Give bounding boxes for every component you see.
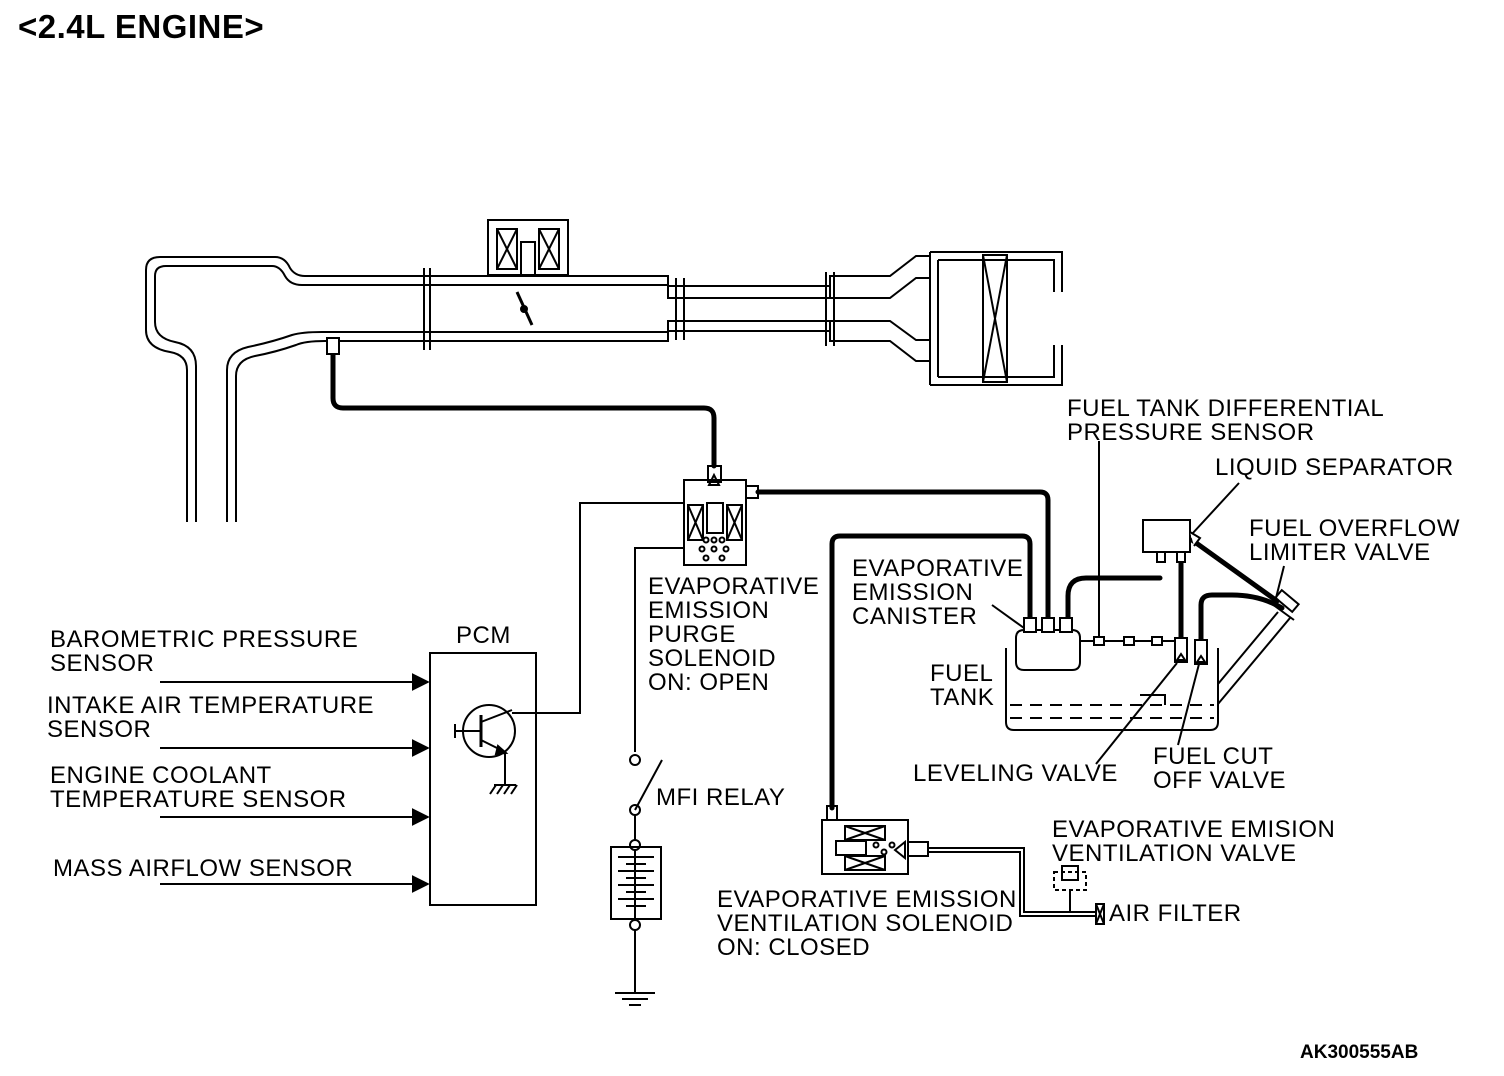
fuel-tank-differential-pressure-sensor-label: FUEL TANK DIFFERENTIAL PRESSURE SENSOR	[1067, 395, 1385, 446]
leader-lines	[991, 482, 1285, 765]
tank-valves	[1174, 637, 1208, 665]
liquid-separator-label: LIQUID SEPARATOR	[1215, 454, 1454, 481]
battery-symbol	[610, 846, 662, 920]
fuel-overflow-limiter-valve-label: FUEL OVERFLOW LIMITER VALVE	[1249, 515, 1460, 566]
airflow-sensor-block	[487, 219, 569, 276]
evap-ventilation-solenoid-label: EVAPORATIVE EMISSION VENTILATION SOLENOI…	[717, 886, 1017, 961]
evap-canister-label: EVAPORATIVE EMISSION CANISTER	[852, 555, 1024, 630]
leveling-valve-label: LEVELING VALVE	[913, 760, 1118, 787]
sensor-input-arrows	[160, 673, 430, 893]
intake-air-temp-sensor-label: INTAKE AIR TEMPERATURE SENSOR	[47, 692, 375, 743]
page-title: <2.4L ENGINE>	[18, 8, 265, 45]
fuel-tank	[1005, 648, 1219, 731]
ground-symbol	[615, 992, 655, 1006]
intake-air-duct	[145, 251, 1063, 522]
evap-canister	[1015, 617, 1081, 671]
vapor-hoses	[330, 349, 1285, 811]
air-filter-icon	[1095, 903, 1105, 925]
pcm-box	[429, 652, 537, 906]
purge-solenoid	[683, 465, 759, 566]
fuel-cut-off-valve-label: FUEL CUT OFF VALVE	[1153, 743, 1286, 794]
evap-ventilation-valve-label: EVAPORATIVE EMISION VENTILATION VALVE	[1052, 816, 1336, 867]
mass-airflow-sensor-label: MASS AIRFLOW SENSOR	[53, 855, 354, 882]
mfi-relay-label: MFI RELAY	[656, 784, 786, 811]
barometric-pressure-sensor-label: BAROMETRIC PRESSURE SENSOR	[50, 626, 359, 677]
pcm-label: PCM	[456, 622, 511, 649]
ventilation-valve	[1053, 865, 1087, 912]
engine-coolant-temp-sensor-label: ENGINE COOLANT TEMPERATURE SENSOR	[50, 762, 347, 813]
figure-code: AK300555AB	[1300, 1042, 1419, 1063]
ventilation-solenoid	[821, 805, 1096, 917]
fill-pipe	[1217, 588, 1301, 705]
purge-solenoid-label: EVAPORATIVE EMISSION PURGE SOLENOID ON: …	[648, 573, 820, 696]
air-filter-label: AIR FILTER	[1109, 900, 1242, 927]
hose-fittings	[326, 337, 340, 355]
electrical-wiring	[512, 502, 684, 993]
tank-sensor-line	[1080, 441, 1178, 646]
fuel-tank-label: FUEL TANK	[930, 660, 995, 711]
